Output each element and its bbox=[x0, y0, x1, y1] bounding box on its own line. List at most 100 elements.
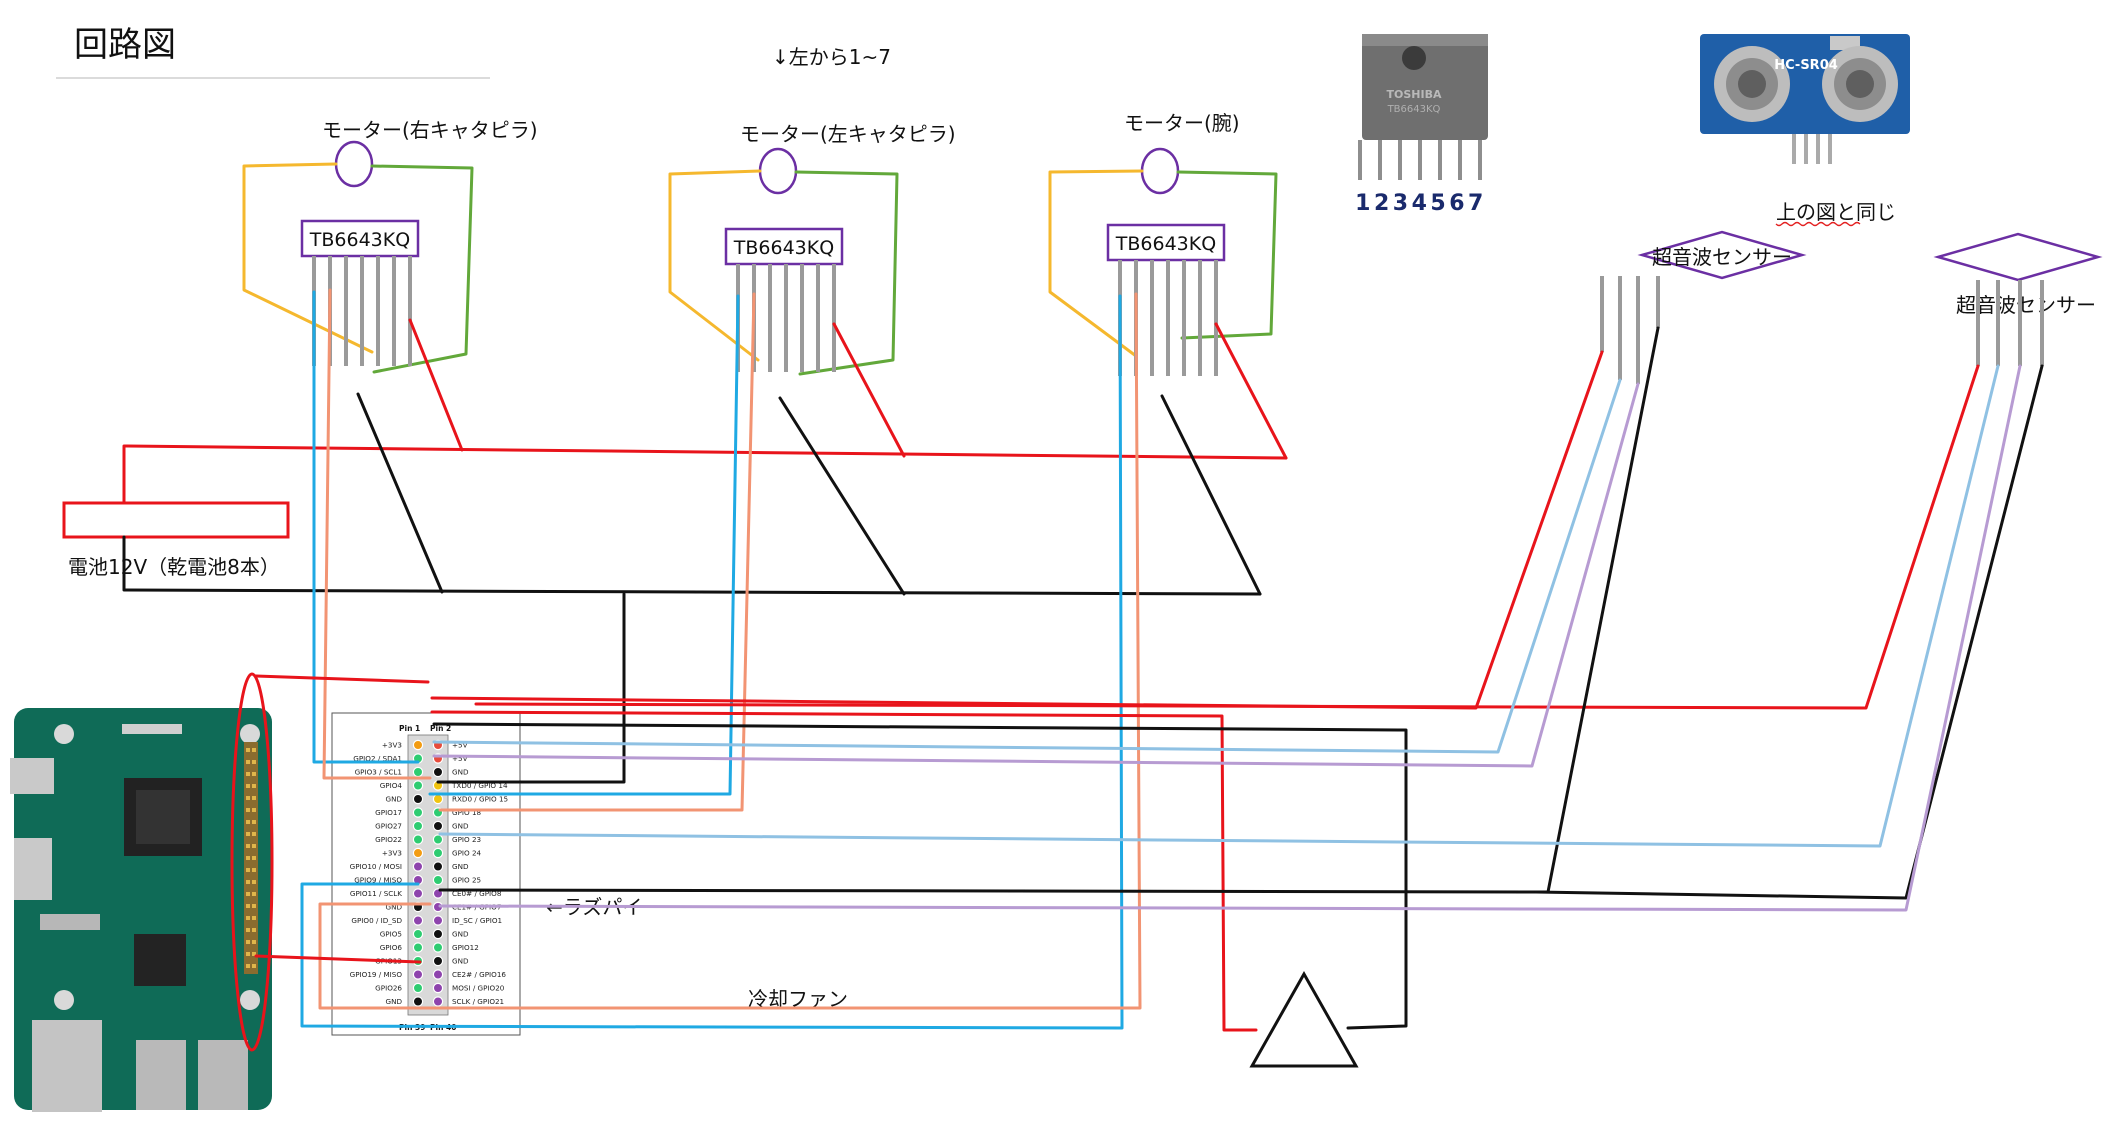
pin-order-note: ↓左から1~7 bbox=[772, 45, 891, 69]
driver-label: TB6643KQ bbox=[1115, 233, 1216, 255]
pin-label-left: GPIO19 / MISO bbox=[350, 970, 403, 979]
wire-orange bbox=[668, 169, 762, 362]
pin-label-left: GPIO27 bbox=[375, 822, 402, 831]
pin-label-left: +3V3 bbox=[382, 849, 402, 858]
wire-black bbox=[778, 396, 906, 596]
gpio-pin-odd bbox=[412, 820, 424, 832]
wire-orange bbox=[242, 162, 374, 354]
pin-label-right: GND bbox=[452, 768, 469, 777]
wire-red bbox=[1214, 322, 1288, 460]
motor-label: モーター(腕) bbox=[1124, 111, 1240, 135]
gpio-highlight-ring bbox=[230, 672, 274, 1052]
pin-label-right: ID_SC / GPIO1 bbox=[452, 916, 502, 925]
pin-label-right: GPIO 25 bbox=[452, 876, 481, 885]
pin-label-right: GND bbox=[452, 862, 469, 871]
gpio-pin-even bbox=[432, 847, 444, 859]
pin-label-right: MOSI / GPIO20 bbox=[452, 984, 505, 993]
sensor-model: HC-SR04 bbox=[1774, 58, 1838, 73]
pin-label-right: GND bbox=[452, 957, 469, 966]
fan-triangle-icon bbox=[1249, 970, 1359, 1068]
pin-label-right: TXD0 / GPIO 14 bbox=[451, 781, 508, 790]
pin-label-left: GPIO5 bbox=[380, 930, 402, 939]
ic-marking: TOSHIBA bbox=[1387, 88, 1442, 101]
wire-black bbox=[1160, 394, 1262, 596]
wire-lavender bbox=[438, 364, 2022, 912]
motor-group-right-track: モーター(右キャタピラ) TB6643KQ bbox=[242, 118, 538, 374]
wire-red bbox=[254, 674, 430, 684]
battery-box bbox=[62, 501, 290, 539]
pin-label-right: GND bbox=[452, 822, 469, 831]
ic-pin-numbers: 1234567 bbox=[1355, 191, 1487, 216]
gpio-pin-even bbox=[432, 969, 444, 980]
ic-photo: TOSHIBA TB6643KQ 1234567 bbox=[1355, 34, 1488, 216]
motor-circle-icon bbox=[334, 140, 374, 188]
wire-black bbox=[432, 722, 1408, 1030]
wire-cyan bbox=[300, 294, 1124, 1030]
wire-red bbox=[254, 954, 422, 964]
pin-label-left: GND bbox=[386, 795, 403, 804]
wire-black bbox=[122, 535, 1262, 596]
gpio-pin-odd bbox=[412, 834, 424, 845]
gpio-pin-odd bbox=[412, 793, 424, 805]
wires bbox=[122, 288, 2044, 1032]
pin-label-left: GPIO3 / SCL1 bbox=[355, 768, 402, 777]
driver-pins bbox=[1118, 260, 1218, 376]
gpio-pin-odd bbox=[412, 982, 424, 994]
ic-marking: TB6643KQ bbox=[1387, 104, 1441, 115]
pin-label-right: +5V bbox=[452, 741, 468, 750]
pin-label-left: GPIO17 bbox=[375, 808, 402, 817]
gpio-pin-even bbox=[432, 982, 444, 994]
pin-label-left: GPIO9 / MISO bbox=[354, 876, 402, 885]
gpio-pin-odd bbox=[412, 915, 424, 926]
pin-label-left: GPIO6 bbox=[380, 943, 403, 952]
sensor-photo: HC-SR04 上の図と同じ bbox=[1700, 34, 1910, 227]
gpio-pin-even bbox=[432, 915, 444, 926]
pin-label-right: RXD0 / GPIO 15 bbox=[452, 795, 508, 804]
gpio-pin-even bbox=[432, 996, 444, 1007]
gpio-pin-even bbox=[432, 928, 444, 940]
pin-label-left: GPIO22 bbox=[375, 835, 402, 844]
wire-lavender bbox=[432, 382, 1640, 768]
wire-lightblue bbox=[438, 364, 2000, 848]
pin-label-right: +5V bbox=[452, 754, 468, 763]
driver-label: TB6643KQ bbox=[733, 237, 834, 259]
battery: 電池12V（乾電池8本） bbox=[62, 501, 290, 579]
gpio-pin-even bbox=[432, 834, 444, 845]
header-pin2: Pin 2 bbox=[430, 724, 451, 733]
pin-label-right: GPIO 18 bbox=[452, 808, 482, 817]
motor-label: モーター(右キャタピラ) bbox=[322, 118, 538, 142]
pin-label-right: CE0# / GPIO8 bbox=[452, 889, 502, 898]
pin-label-left: GPIO26 bbox=[375, 984, 402, 993]
pin-label-left: GPIO11 / SCLK bbox=[350, 889, 402, 898]
wire-red bbox=[430, 710, 1258, 1032]
wire-cyan bbox=[428, 294, 740, 796]
gpio-pin-even bbox=[432, 874, 444, 886]
sensor-caption: 上の図と同じ bbox=[1776, 200, 1896, 224]
motor-label: モーター(左キャタピラ) bbox=[740, 122, 956, 146]
pin-label-left: GPIO2 / SDA1 bbox=[353, 754, 402, 763]
wire-salmon bbox=[318, 292, 1142, 1010]
pin-label-left: +3V3 bbox=[382, 741, 402, 750]
gpio-pin-odd bbox=[412, 847, 424, 859]
pin-label-right: GPIO 23 bbox=[452, 835, 481, 844]
driver-label: TB6643KQ bbox=[309, 229, 410, 251]
motor-group-left-track: モーター(左キャタピラ) TB6643KQ bbox=[668, 122, 956, 376]
pin-label-right: CE2# / GPIO16 bbox=[452, 970, 506, 979]
wire-orange bbox=[1048, 169, 1144, 358]
wire-salmon bbox=[438, 292, 756, 812]
gpio-pin-odd bbox=[412, 807, 424, 818]
gpio-pin-even bbox=[432, 820, 444, 832]
wire-green bbox=[794, 170, 899, 376]
spell-underline bbox=[1775, 221, 1861, 227]
wire-green bbox=[1176, 170, 1278, 340]
wire-black bbox=[1534, 364, 2044, 900]
page-title: 回路図 bbox=[74, 25, 176, 65]
wire-red bbox=[430, 350, 1604, 710]
gpio-pin-even bbox=[432, 793, 444, 805]
pin-label-left: GND bbox=[386, 997, 403, 1006]
pin-label-right: GPIO12 bbox=[452, 943, 479, 952]
sensor-label: 超音波センサー bbox=[1652, 245, 1792, 269]
pin-label-left: GPIO0 / ID_SD bbox=[351, 916, 402, 925]
ultrasonic-sensor-diamond-icon bbox=[1637, 230, 1807, 280]
